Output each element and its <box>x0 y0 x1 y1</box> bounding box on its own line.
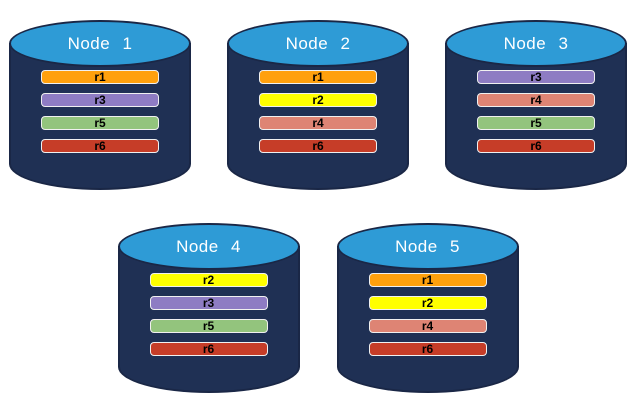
replica-bar-r2: r2 <box>368 296 487 310</box>
replica-bar-r5: r5 <box>477 116 595 130</box>
replica-bar-r1: r1 <box>259 70 377 84</box>
node-title: Node 5 <box>395 236 460 256</box>
replica-bar-r3: r3 <box>477 70 595 84</box>
cylinder-top: Node 1 <box>9 20 191 67</box>
replica-label: r5 <box>530 116 542 130</box>
cylinder-top: Node 4 <box>117 223 300 270</box>
node-row-bottom: Node 4 r2 r3 r5 r6 Node 5 r1 r2 r4 r6 <box>0 223 636 393</box>
replica-bar-r6: r6 <box>368 342 487 356</box>
replica-label: r5 <box>94 116 106 130</box>
replica-bar-r6: r6 <box>259 139 377 153</box>
replica-bar-r2: r2 <box>149 273 268 287</box>
replica-label: r2 <box>312 93 324 107</box>
replica-bar-r5: r5 <box>41 116 159 130</box>
replica-label: r2 <box>421 296 434 310</box>
replica-list: r2 r3 r5 r6 <box>118 273 300 356</box>
replica-label: r3 <box>530 70 542 84</box>
database-node-3: Node 3 r3 r4 r5 r6 <box>445 20 627 190</box>
replica-bar-r5: r5 <box>149 319 268 333</box>
replica-label: r4 <box>421 319 434 333</box>
replica-label: r1 <box>312 70 324 84</box>
replica-bar-r4: r4 <box>368 319 487 333</box>
cylinder-top: Node 3 <box>445 20 627 67</box>
replica-list: r1 r2 r4 r6 <box>227 70 409 153</box>
database-node-2: Node 2 r1 r2 r4 r6 <box>227 20 409 190</box>
database-node-5: Node 5 r1 r2 r4 r6 <box>336 223 519 393</box>
replica-bar-r2: r2 <box>259 93 377 107</box>
replica-label: r6 <box>421 342 434 356</box>
replica-label: r6 <box>530 139 542 153</box>
replica-label: r4 <box>312 116 324 130</box>
replica-bar-r6: r6 <box>41 139 159 153</box>
replica-bar-r6: r6 <box>149 342 268 356</box>
replica-label: r3 <box>202 296 215 310</box>
node-title: Node 1 <box>67 33 133 53</box>
replica-label: r6 <box>202 342 215 356</box>
replica-label: r3 <box>94 93 106 107</box>
node-row-top: Node 1 r1 r3 r5 r6 Node 2 r1 r2 r4 r6 No… <box>0 20 636 190</box>
replica-label: r1 <box>94 70 106 84</box>
replica-bar-r3: r3 <box>41 93 159 107</box>
replica-bar-r4: r4 <box>259 116 377 130</box>
replica-bar-r1: r1 <box>41 70 159 84</box>
replica-list: r1 r3 r5 r6 <box>9 70 191 153</box>
replica-bar-r3: r3 <box>149 296 268 310</box>
cylinder-top: Node 5 <box>336 223 519 270</box>
replica-bar-r6: r6 <box>477 139 595 153</box>
cylinder-top: Node 2 <box>227 20 409 67</box>
replica-label: r6 <box>94 139 106 153</box>
replica-list: r3 r4 r5 r6 <box>445 70 627 153</box>
replica-label: r5 <box>202 319 215 333</box>
replica-bar-r4: r4 <box>477 93 595 107</box>
replica-label: r4 <box>530 93 542 107</box>
database-node-4: Node 4 r2 r3 r5 r6 <box>117 223 300 393</box>
replica-list: r1 r2 r4 r6 <box>337 273 519 356</box>
node-title: Node 4 <box>176 236 241 256</box>
database-node-1: Node 1 r1 r3 r5 r6 <box>9 20 191 190</box>
node-title: Node 3 <box>503 33 569 53</box>
node-title: Node 2 <box>285 33 351 53</box>
replica-label: r6 <box>312 139 324 153</box>
replica-bar-r1: r1 <box>368 273 487 287</box>
replica-label: r1 <box>421 273 434 287</box>
replica-label: r2 <box>202 273 215 287</box>
